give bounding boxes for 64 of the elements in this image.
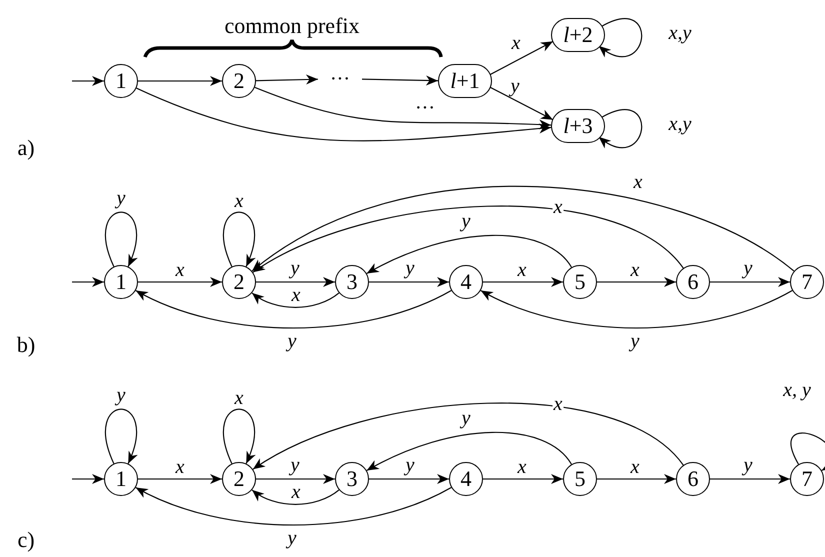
state-circle: 7 (790, 265, 824, 299)
transition-arrow (256, 74, 318, 84)
state-circle: 2 (222, 64, 256, 98)
transition-arrow (710, 474, 790, 484)
transition-arrow (366, 432, 572, 471)
ellipsis: ··· (415, 98, 435, 118)
state-circle: 4 (449, 265, 483, 299)
start-arrow (72, 76, 104, 86)
transition-arrow (256, 277, 335, 287)
transition-arrow (597, 277, 676, 287)
start-arrow (72, 474, 104, 484)
self-loop-arrow (222, 212, 256, 267)
transition-arrow (483, 277, 563, 287)
transition-arrow (483, 474, 563, 484)
state-node: l+3 (551, 109, 605, 143)
panel-label: b) (16, 334, 36, 356)
state-circle: 3 (335, 265, 369, 299)
self-loop-arrow (598, 109, 642, 148)
state-node: l+1 (438, 64, 492, 98)
state-circle: 2 (222, 462, 256, 496)
state-circle: 5 (563, 265, 597, 299)
brace-label: common prefix (224, 15, 360, 37)
transition-arrow (362, 75, 438, 86)
transition-arrow (136, 88, 552, 142)
transition-arrow (252, 186, 794, 272)
state-circle: 6 (676, 462, 710, 496)
state-circle: 5 (563, 462, 597, 496)
transition-arrow (138, 474, 222, 484)
state-circle: 1 (104, 64, 138, 98)
transition-arrow (597, 474, 676, 484)
transition-arrow (490, 86, 554, 120)
transition-arrow (252, 489, 340, 505)
state-circle: 2 (222, 265, 256, 299)
transition-arrow (135, 487, 452, 526)
transition-arrow (254, 86, 552, 130)
self-loop-arrow (222, 408, 256, 464)
transition-arrow (369, 474, 449, 484)
state-circle: 4 (449, 462, 483, 496)
state-circle: 1 (104, 462, 138, 496)
self-loop-arrow (790, 432, 825, 471)
transition-arrow (135, 290, 452, 328)
state-circle: 1 (104, 265, 138, 299)
transition-arrow (369, 277, 449, 287)
panel-label: a) (17, 137, 35, 159)
state-node: l+2 (551, 18, 605, 52)
transition-arrow (252, 402, 684, 470)
state-circle: 3 (335, 462, 369, 496)
self-loop-arrow (598, 18, 642, 58)
transition-arrow (256, 474, 335, 484)
self-loop-arrow (104, 408, 138, 464)
state-circle: 6 (676, 265, 710, 299)
transition-arrow (490, 40, 554, 76)
self-loop-arrow (104, 212, 138, 267)
transition-arrow (252, 206, 684, 273)
state-circle: 7 (790, 462, 824, 496)
ellipsis: ··· (318, 67, 362, 91)
transition-arrow (710, 277, 790, 287)
transition-arrow (252, 292, 340, 308)
transition-arrow (138, 76, 222, 86)
transition-arrow (480, 290, 793, 328)
transition-arrow (366, 234, 572, 274)
panel-label: c) (17, 529, 35, 551)
start-arrow (72, 277, 104, 287)
transition-arrow (138, 277, 222, 287)
